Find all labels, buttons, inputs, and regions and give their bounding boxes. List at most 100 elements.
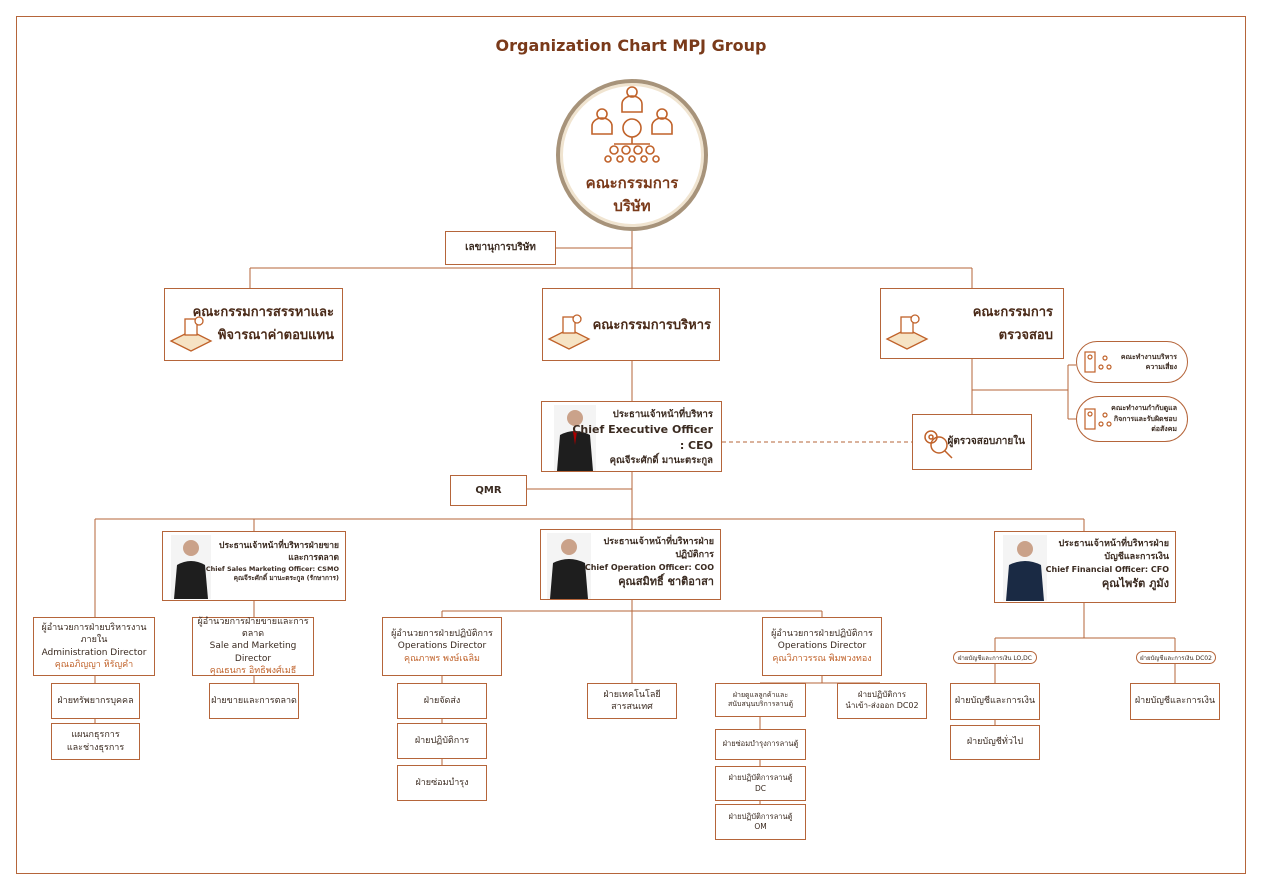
ceo-title-th: ประธานเจ้าหน้าที่บริหาร [612, 409, 713, 420]
csmo-title-en: Chief Sales Marketing Officer: CSMO [205, 564, 339, 573]
dept-admin[interactable]: แผนกธุรการ และช่างธุรการ [51, 723, 140, 760]
csmo-title-th: ประธานเจ้าหน้าที่บริหารฝ่ายขาย [219, 541, 339, 551]
secretary-node[interactable]: เลขานุการบริษัท [445, 231, 556, 265]
dept-maintenance-label: ฝ่ายซ่อมบำรุง [415, 777, 469, 788]
ops-director-2-node[interactable]: ผู้อำนวยการฝ่ายปฏิบัติการ Operations Dir… [762, 617, 882, 676]
dept-customer-yard-label-1: ฝ่ายดูแลลูกค้าและ [732, 690, 789, 699]
admin-director-node[interactable]: ผู้อำนวยการฝ่ายบริหารงานภายใน Administra… [33, 617, 155, 676]
cfo-name: คุณไพรัต ภูมัง [1101, 576, 1169, 590]
meeting-icon [547, 314, 591, 350]
dept-yard-om-label-2: OM [754, 822, 767, 831]
cfo-title-th-2: บัญชีและการเงิน [1104, 552, 1169, 563]
dept-it-label-1: ฝ่ายเทคโนโลยี [603, 689, 661, 700]
meeting-icon [885, 314, 929, 350]
coo-title-en: Chief Operation Officer: COO [584, 563, 714, 573]
dept-operations-label: ฝ่ายปฏิบัติการ [414, 735, 470, 746]
chart-frame [16, 16, 1246, 874]
dept-admin-label-2: และช่างธุรการ [66, 742, 125, 753]
audit-label-2: ตรวจสอบ [998, 328, 1053, 344]
admin-director-th: ผู้อำนวยการฝ่ายบริหารงานภายใน [41, 623, 147, 646]
board-node[interactable]: คณะกรรมการบริษัท [556, 79, 708, 231]
csmo-node[interactable]: ประธานเจ้าหน้าที่บริหารฝ่ายขาย และการตลา… [162, 531, 346, 601]
ceo-node[interactable]: ประธานเจ้าหน้าที่บริหาร Chief Executive … [541, 401, 722, 472]
people-network-icon [591, 86, 673, 163]
cfo-photo [1003, 535, 1047, 601]
dept-delivery[interactable]: ฝ่ายจัดส่ง [397, 683, 487, 719]
coo-node[interactable]: ประธานเจ้าหน้าที่บริหารฝ่าย ปฏิบัติการ C… [540, 529, 721, 600]
dept-customer-yard[interactable]: ฝ่ายดูแลลูกค้าและ สนับสนุนบริการลานตู้ [715, 683, 806, 717]
finance-lo-dc-node[interactable]: ฝ่ายบัญชีและการเงิน LO,DC [953, 651, 1037, 664]
dept-yard-dc-label-1: ฝ่ายปฏิบัติการลานตู้ [728, 773, 793, 783]
dept-yard-maintenance[interactable]: ฝ่ายซ่อมบำรุงการลานตู้ [715, 729, 806, 760]
governance-label-2: กิจการและรับผิดชอบ [1113, 414, 1177, 423]
executive-committee-label: คณะกรรมการบริหาร [592, 318, 711, 333]
nomination-label-2: พิจารณาค่าตอบแทน [217, 328, 334, 344]
internal-audit-label: ผู้ตรวจสอบภายใน [947, 436, 1025, 447]
sales-director-node[interactable]: ผู้อำนวยการฝ่ายขายและการตลาด Sale and Ma… [192, 617, 314, 676]
ops-director-2-en: Operations Director [777, 641, 867, 652]
ops-director-1-name: คุณภาพร พงษ์เฉลิม [404, 653, 480, 664]
dept-it-label-2: สารสนเทศ [611, 702, 653, 712]
audit-committee-node[interactable]: คณะกรรมการ ตรวจสอบ [880, 288, 1064, 359]
ceo-title-en-2: : CEO [679, 438, 713, 452]
meeting-icon [169, 316, 213, 352]
finance-dc02-label: ฝ่ายบัญชีและการเงิน DC02 [1140, 655, 1212, 662]
sales-director-th: ผู้อำนวยการฝ่ายขายและการตลาด [197, 617, 309, 640]
governance-label-3: ต่อสังคม [1151, 425, 1177, 434]
dept-maintenance[interactable]: ฝ่ายซ่อมบำรุง [397, 765, 487, 801]
csmo-photo [171, 535, 211, 599]
ops-director-2-name: คุณวิภาวรรณ พิมพวงทอง [772, 653, 872, 664]
dept-dc02-label-1: ฝ่ายปฏิบัติการ [857, 690, 907, 700]
dept-yard-dc[interactable]: ฝ่ายปฏิบัติการลานตู้ DC [715, 766, 806, 801]
admin-director-en: Administration Director [41, 647, 147, 658]
coo-title-th: ประธานเจ้าหน้าที่บริหารฝ่าย [603, 537, 714, 547]
cfo-node[interactable]: ประธานเจ้าหน้าที่บริหารฝ่าย บัญชีและการเ… [994, 531, 1176, 603]
dept-sales-marketing[interactable]: ฝ่ายขายและการตลาด [209, 683, 299, 719]
risk-working-group-node[interactable]: คณะทำงานบริหาร ความเสี่ยง [1076, 341, 1188, 383]
dept-yard-om-label-1: ฝ่ายปฏิบัติการลานตู้ [728, 811, 793, 821]
csmo-title-th-2: และการตลาด [288, 553, 339, 564]
governance-working-group-node[interactable]: คณะทำงานกำกับดูแล กิจการและรับผิดชอบ ต่อ… [1076, 396, 1188, 442]
ops-director-1-th: ผู้อำนวยการฝ่ายปฏิบัติการ [391, 629, 493, 640]
dept-yard-maintenance-label: ฝ่ายซ่อมบำรุงการลานตู้ [722, 739, 799, 749]
ops-director-1-node[interactable]: ผู้อำนวยการฝ่ายปฏิบัติการ Operations Dir… [382, 617, 502, 676]
chart-title: Organization Chart MPJ Group [495, 36, 767, 55]
dept-general-accounting[interactable]: ฝ่ายบัญชีทั่วไป [950, 725, 1040, 760]
coo-name: คุณสมิทธิ์ ชาติอาสา [618, 574, 714, 588]
coo-photo [547, 533, 591, 599]
dept-admin-label-1: แผนกธุรการ [71, 730, 120, 741]
internal-audit-node[interactable]: ผู้ตรวจสอบภายใน [912, 414, 1032, 470]
sales-director-name: คุณธนกร อิทธิพงศ์เมธี [209, 665, 297, 676]
people-network-icon [1084, 351, 1112, 373]
dept-yard-dc-label-2: DC [754, 783, 766, 793]
dept-hr-label: ฝ่ายทรัพยากรบุคคล [57, 695, 134, 706]
dept-hr[interactable]: ฝ่ายทรัพยากรบุคคล [51, 683, 140, 719]
nomination-committee-node[interactable]: คณะกรรมการสรรหาและ พิจารณาค่าตอบแทน [164, 288, 343, 361]
nomination-label-1: คณะกรรมการสรรหาและ [192, 305, 334, 320]
dept-accounting-1[interactable]: ฝ่ายบัญชีและการเงิน [950, 683, 1040, 720]
ceo-photo [554, 405, 596, 471]
dept-yard-om[interactable]: ฝ่ายปฏิบัติการลานตู้ OM [715, 804, 806, 840]
dept-delivery-label: ฝ่ายจัดส่ง [423, 695, 461, 706]
dept-dc02[interactable]: ฝ่ายปฏิบัติการ นำเข้า-ส่งออก DC02 [837, 683, 927, 719]
dept-accounting-2[interactable]: ฝ่ายบัญชีและการเงิน [1130, 683, 1220, 720]
sales-director-en: Sale and Marketing Director [209, 641, 297, 664]
finance-lo-dc-label: ฝ่ายบัญชีและการเงิน LO,DC [958, 655, 1032, 662]
finance-dc02-node[interactable]: ฝ่ายบัญชีและการเงิน DC02 [1136, 651, 1216, 664]
ops-director-1-en: Operations Director [397, 641, 487, 652]
admin-director-name: คุณอภิญญา หิรัญคำ [54, 659, 134, 670]
dept-it[interactable]: ฝ่ายเทคโนโลยี สารสนเทศ [587, 683, 677, 719]
qmr-node[interactable]: QMR [450, 475, 527, 506]
dept-operations[interactable]: ฝ่ายปฏิบัติการ [397, 723, 487, 759]
ceo-title-en: Chief Executive Officer [572, 422, 713, 436]
dept-general-accounting-label: ฝ่ายบัญชีทั่วไป [966, 737, 1024, 748]
executive-committee-node[interactable]: คณะกรรมการบริหาร [542, 288, 720, 361]
gear-search-icon [924, 430, 953, 459]
dept-accounting-1-label: ฝ่ายบัญชีและการเงิน [954, 696, 1036, 707]
risk-label-2: ความเสี่ยง [1145, 363, 1177, 371]
audit-label-1: คณะกรรมการ [972, 305, 1053, 320]
qmr-label: QMR [475, 484, 502, 496]
dept-customer-yard-label-2: สนับสนุนบริการลานตู้ [727, 700, 794, 708]
dept-dc02-label-2: นำเข้า-ส่งออก DC02 [845, 701, 919, 710]
